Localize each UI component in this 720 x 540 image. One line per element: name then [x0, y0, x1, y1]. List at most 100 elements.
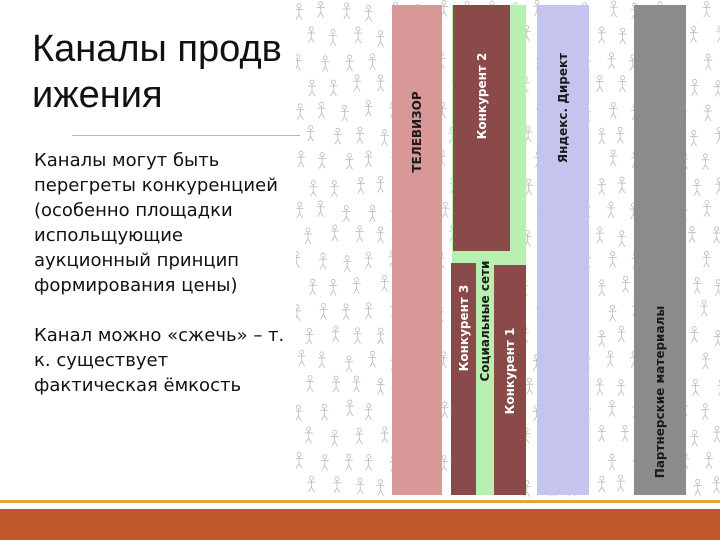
title-divider — [72, 135, 300, 136]
person-figure-icon — [364, 302, 373, 319]
slide-body: Каналы могут быть перегреты конкуренцией… — [34, 148, 296, 423]
person-figure-icon — [597, 279, 606, 297]
person-figure-icon — [354, 26, 363, 44]
person-figure-icon — [606, 201, 615, 219]
person-figure-icon — [703, 104, 712, 122]
person-figure-icon — [297, 150, 305, 168]
person-figure-icon — [595, 226, 604, 244]
person-figure-icon — [714, 279, 720, 296]
person-figure-icon — [331, 325, 340, 342]
person-figure-icon — [344, 453, 353, 471]
person-figure-icon — [616, 126, 625, 144]
person-figure-icon — [693, 479, 702, 496]
person-figure-icon — [376, 479, 385, 496]
paragraph-capacity: Канал можно «сжечь» – т. к. существует ф… — [34, 325, 285, 396]
column-social-label-holder: Социальные сети — [476, 260, 494, 495]
person-figure-icon — [597, 26, 606, 44]
person-figure-icon — [524, 178, 533, 196]
person-figure-icon — [380, 274, 389, 292]
person-figure-icon — [364, 100, 373, 117]
person-figure-icon — [308, 79, 316, 97]
person-figure-icon — [380, 129, 389, 146]
person-figure-icon — [690, 430, 699, 447]
person-figure-icon — [297, 349, 306, 367]
person-figure-icon — [353, 327, 362, 345]
person-figure-icon — [321, 55, 330, 73]
person-figure-icon — [693, 179, 701, 196]
person-figure-icon — [439, 0, 448, 17]
person-figure-icon — [296, 54, 302, 71]
person-figure-icon — [597, 425, 606, 442]
column-tv-label: ТЕЛЕВИЗОР — [410, 91, 424, 174]
person-figure-icon — [296, 404, 303, 422]
person-figure-icon — [304, 227, 312, 245]
person-figure-icon — [525, 377, 534, 395]
person-figure-icon — [368, 205, 377, 222]
person-figure-icon — [617, 230, 626, 247]
paragraph-overheated: Каналы могут быть перегреты конкуренцией… — [34, 150, 278, 296]
person-figure-icon — [376, 175, 385, 193]
person-figure-icon — [364, 403, 373, 421]
person-figure-icon — [330, 429, 339, 447]
person-figure-icon — [332, 375, 341, 393]
person-figure-icon — [296, 251, 301, 268]
person-figure-icon — [690, 326, 699, 343]
person-figure-icon — [704, 53, 713, 71]
person-figure-icon — [621, 424, 629, 442]
person-figure-icon — [342, 2, 351, 20]
person-figure-icon — [342, 303, 351, 321]
person-figure-icon — [333, 127, 342, 145]
person-figure-icon — [607, 52, 616, 70]
column-competitor-3: Конкурент 3 — [451, 263, 476, 495]
column-partner-materials: Партнерские материалы — [634, 5, 686, 495]
person-figure-icon — [702, 250, 711, 268]
person-figure-icon — [342, 205, 351, 222]
column-yandex-direct: Яндекс. Директ — [537, 5, 589, 495]
person-figure-icon — [715, 177, 720, 195]
person-figure-icon — [345, 54, 354, 72]
person-figure-icon — [316, 1, 325, 18]
person-figure-icon — [345, 355, 353, 373]
person-figure-icon — [376, 378, 385, 395]
person-figure-icon — [380, 426, 389, 444]
person-figure-icon — [352, 375, 361, 393]
column-competitor-1: Конкурент 1 — [494, 265, 526, 495]
person-figure-icon — [296, 452, 304, 469]
person-figure-icon — [296, 2, 303, 20]
person-figure-icon — [376, 74, 385, 92]
person-figure-icon — [702, 0, 711, 18]
person-figure-icon — [364, 150, 373, 168]
person-figure-icon — [333, 476, 341, 494]
person-figure-icon — [368, 53, 377, 71]
person-figure-icon — [712, 226, 720, 244]
person-figure-icon — [320, 403, 329, 421]
person-figure-icon — [316, 200, 325, 218]
footer-accent-line — [0, 500, 720, 503]
person-figure-icon — [690, 79, 699, 96]
person-figure-icon — [376, 226, 385, 244]
person-figure-icon — [606, 350, 615, 368]
person-figure-icon — [691, 379, 700, 396]
person-figure-icon — [352, 277, 361, 294]
person-figure-icon — [306, 125, 315, 142]
person-figure-icon — [441, 201, 450, 219]
person-figure-icon — [618, 75, 627, 92]
person-figure-icon — [309, 180, 318, 197]
column-social-label: Социальные сети — [478, 260, 492, 382]
person-figure-icon — [713, 330, 720, 347]
footer-bar — [0, 509, 720, 540]
person-figure-icon — [305, 327, 314, 345]
person-figure-icon — [355, 225, 364, 242]
person-figure-icon — [595, 378, 604, 396]
person-figure-icon — [368, 350, 377, 368]
person-figure-icon — [609, 102, 618, 119]
person-figure-icon — [618, 176, 626, 194]
person-figure-icon — [714, 80, 720, 97]
person-figure-icon — [343, 255, 352, 272]
person-figure-icon — [621, 275, 630, 293]
person-figure-icon — [329, 79, 338, 97]
person-figure-icon — [704, 452, 713, 469]
column-competitor-2-label: Конкурент 2 — [474, 52, 489, 140]
person-figure-icon — [376, 327, 385, 345]
person-figure-icon — [617, 325, 626, 343]
